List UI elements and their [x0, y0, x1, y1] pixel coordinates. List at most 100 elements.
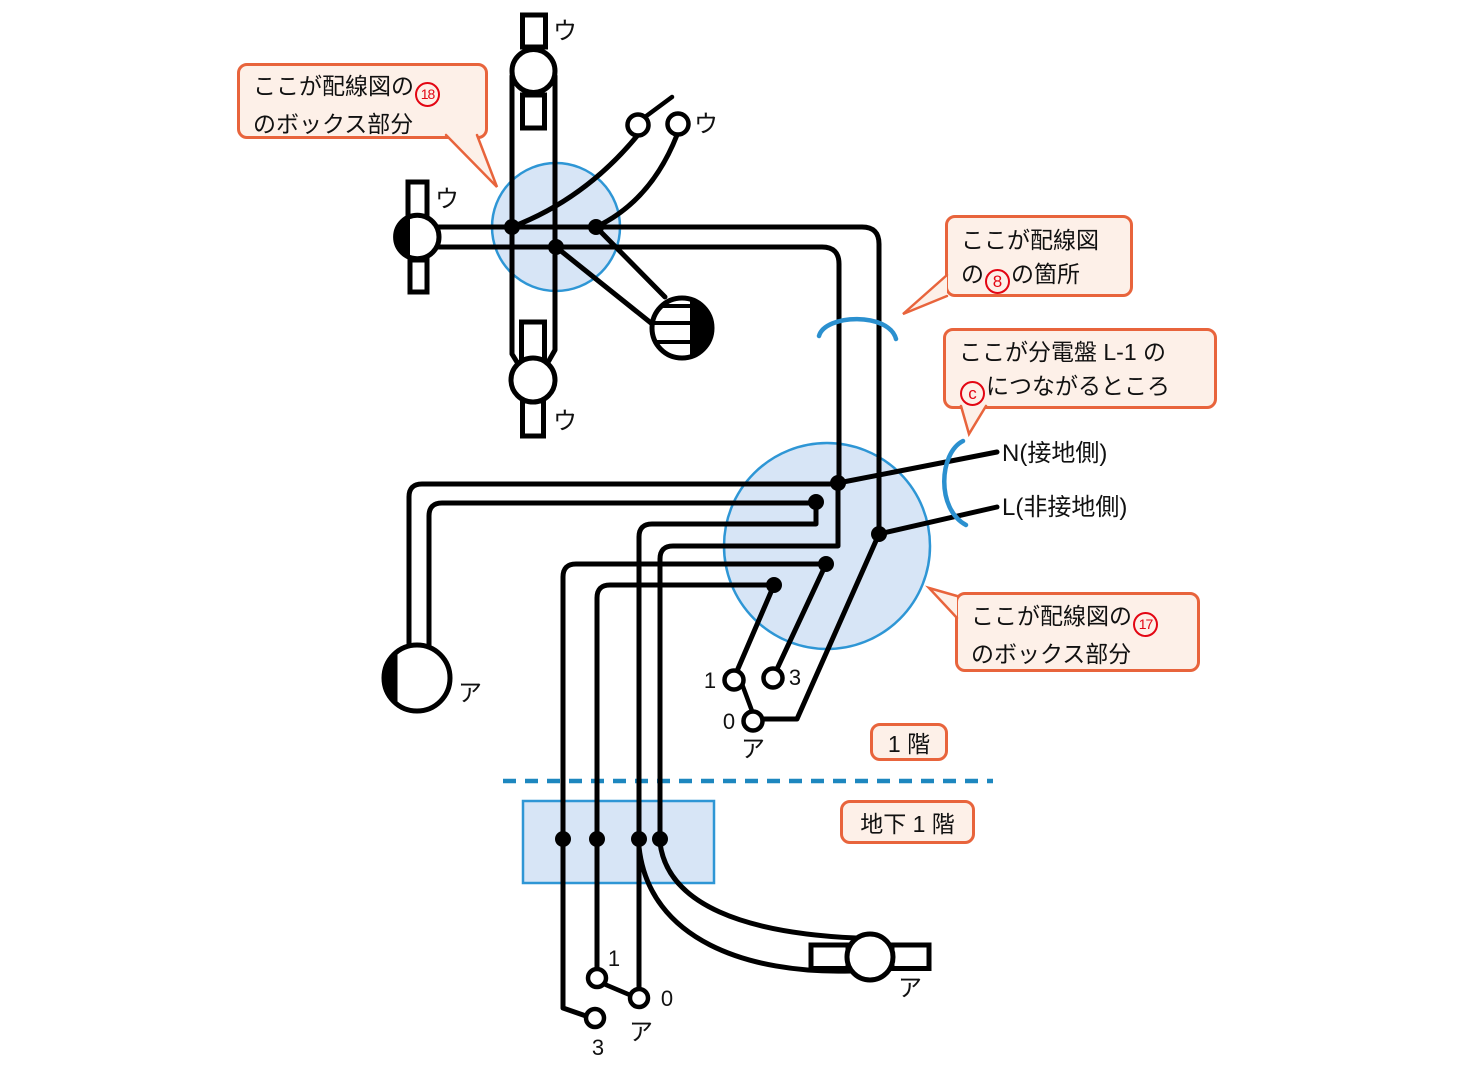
- callout-text: の箇所: [1011, 261, 1080, 287]
- lamp-box: [407, 257, 430, 295]
- wire: [593, 132, 680, 230]
- callout-text: ここが配線図の: [253, 73, 414, 99]
- junction-dot: [631, 831, 647, 847]
- junction-box-basement: [521, 799, 716, 885]
- junction-dot: [818, 556, 834, 572]
- lamp-bulb: [508, 355, 558, 405]
- junction-dot: [588, 219, 604, 235]
- label-1f-t1: 1: [704, 668, 716, 693]
- label-switch-u: ウ: [694, 111, 718, 138]
- lamp-bulb: [509, 47, 558, 95]
- callout-text: につながるところ: [986, 373, 1170, 399]
- callout-text: ここが配線図の: [971, 603, 1132, 629]
- lamp-box: [520, 92, 547, 131]
- floor-label-basement: 地下 1 階: [840, 800, 975, 844]
- label-lamp-top: ウ: [553, 18, 577, 45]
- wire: [553, 244, 654, 326]
- switch-terminal-1: [722, 668, 746, 692]
- lamp-bottom-u: [508, 319, 558, 439]
- label-1f-t3: 3: [789, 665, 801, 690]
- label-neutral: N(接地側): [1002, 440, 1107, 467]
- switch-a-1f: [722, 666, 785, 733]
- label-switch-a-b1: ア: [629, 1019, 653, 1046]
- callout-line: のボックス部分: [253, 110, 414, 137]
- diagram-labels: ウ ウ ウ ウ ア N(接地側) L(非接地側) 1 3 0 ア 1 0 3 ア…: [435, 18, 1127, 1060]
- switch-terminal-1: [585, 966, 609, 990]
- lamp-a-1f: [381, 642, 453, 714]
- callout-line: のボックス部分: [971, 640, 1132, 667]
- wire: [594, 582, 777, 972]
- switch-terminal-0: [741, 709, 765, 733]
- switch-a-b1: [583, 966, 651, 1030]
- lamp-left-u: [393, 179, 442, 295]
- wire: [657, 840, 859, 941]
- junction-dot: [808, 494, 824, 510]
- lamp-crescent: [384, 651, 398, 705]
- junction-dot: [589, 831, 605, 847]
- label-live: L(非接地側): [1002, 494, 1127, 521]
- junction-dots: [504, 219, 887, 847]
- lamp-top-u: [509, 12, 558, 131]
- switch-blade: [739, 681, 755, 714]
- lamp-a-b1: [808, 931, 932, 983]
- lamp-box: [520, 12, 548, 50]
- floor-label-1f: 1 階: [870, 723, 948, 761]
- switch-terminal: [665, 111, 691, 137]
- circled-8-badge: 8: [985, 269, 1010, 294]
- label-lamp-a-b1: ア: [898, 975, 922, 1002]
- lamp-crescent: [395, 216, 410, 258]
- callout-line: ここが分電盤 L-1 の: [959, 339, 1167, 365]
- switch-u: [625, 94, 691, 138]
- switch-terminal-3: [583, 1006, 607, 1030]
- label-b1-t0: 0: [661, 986, 673, 1011]
- label-lamp-a-1f: ア: [458, 680, 482, 707]
- junction-dot: [548, 239, 564, 255]
- wire: [657, 480, 841, 842]
- switch-terminal: [625, 112, 651, 138]
- switch-blade: [601, 981, 633, 998]
- lamp-box: [889, 942, 932, 971]
- junction-dot: [830, 475, 846, 491]
- lamp-box: [520, 398, 546, 439]
- wire: [593, 224, 668, 300]
- lamp-box: [808, 942, 851, 971]
- lamp-striped: [649, 295, 715, 361]
- wire: [560, 561, 829, 1019]
- lamp-black-half: [690, 299, 712, 357]
- callout-line: ここが配線図: [961, 227, 1099, 253]
- circled-17-badge: 17: [1133, 611, 1158, 637]
- switch-terminal-3: [761, 666, 785, 690]
- wire: [774, 561, 829, 672]
- label-lamp-left: ウ: [435, 186, 459, 213]
- lamp-stripes: [652, 304, 690, 344]
- wire: [734, 582, 777, 674]
- junction-dot: [871, 526, 887, 542]
- wire: [759, 531, 882, 722]
- circled-c-badge: c: [960, 381, 985, 406]
- label-b1-t3: 3: [592, 1035, 604, 1060]
- junction-dot: [504, 219, 520, 235]
- cable-marker-8: [816, 316, 899, 342]
- switch-lever: [642, 94, 675, 120]
- wire: [406, 481, 841, 649]
- junction-dot: [555, 831, 571, 847]
- lamp-box: [519, 319, 547, 363]
- wire: [636, 499, 819, 992]
- wire: [426, 500, 819, 650]
- wire: [544, 73, 558, 367]
- label-lamp-bottom: ウ: [553, 408, 577, 435]
- label-b1-t1: 1: [608, 946, 620, 971]
- label-1f-t0: 0: [723, 709, 735, 734]
- cable-markers: [816, 316, 969, 528]
- wire: [434, 224, 882, 537]
